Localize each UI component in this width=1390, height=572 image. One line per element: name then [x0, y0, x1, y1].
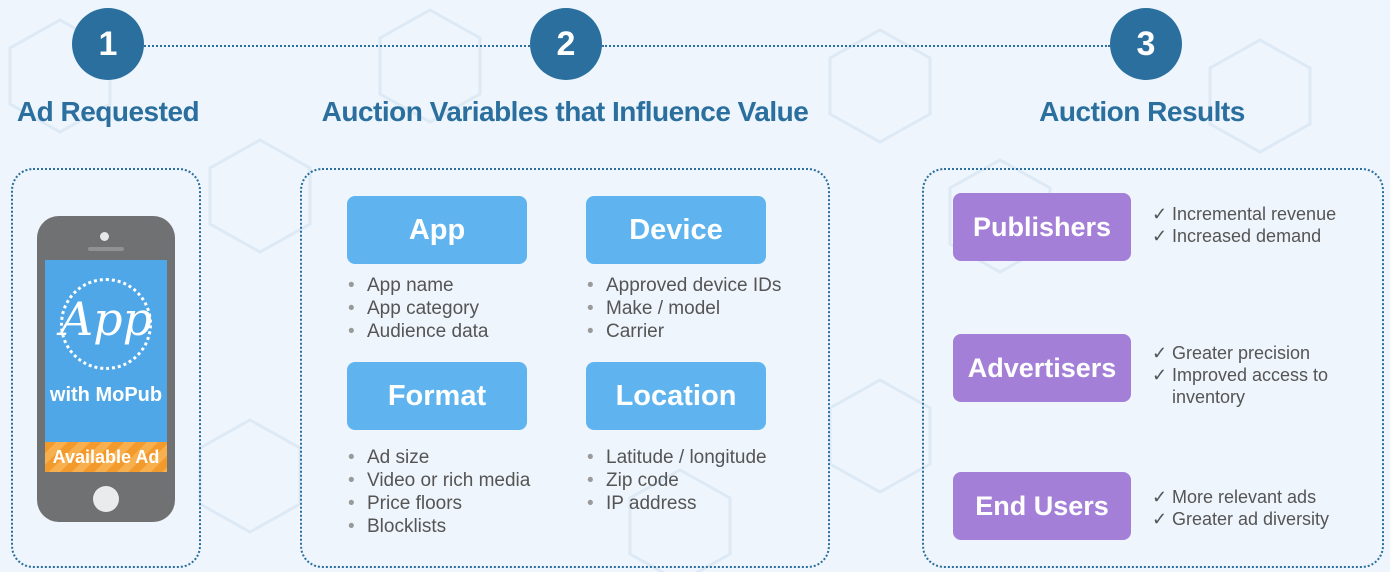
check-icon: ✓: [1152, 226, 1168, 246]
list-item: •Carrier: [587, 321, 665, 342]
step-connector-2-3: [602, 45, 1110, 47]
step-2-title: Auction Variables that Influence Value: [321, 96, 809, 127]
check-icon: ✓: [1152, 204, 1168, 224]
step-connector-1-2: [144, 45, 530, 47]
device-variable-list: •Approved device IDs •Make / model •Carr…: [587, 274, 781, 343]
list-item: •Blocklists: [348, 516, 447, 537]
auction-variables-panel: [300, 168, 830, 568]
list-item: •Audience data: [348, 321, 489, 342]
phone-speaker: [88, 247, 124, 251]
app-variable-list: •App name •App category •Audience data: [348, 274, 489, 343]
app-logo-text: App: [59, 292, 153, 346]
step-3-circle: 3: [1110, 8, 1182, 80]
step-1-title: Ad Requested: [16, 96, 200, 127]
ad-request-panel: [11, 168, 201, 568]
list-item: •App name: [348, 275, 454, 296]
list-item: •Make / model: [587, 298, 721, 319]
result-box-end-users: End Users: [953, 472, 1131, 540]
list-item: •Video or rich media: [348, 470, 531, 491]
step-1-circle: 1: [72, 8, 144, 80]
list-item: •Zip code: [587, 470, 679, 491]
format-variable-list: •Ad size •Video or rich media •Price flo…: [348, 446, 530, 538]
phone-illustration: App with MoPub Available Ad: [37, 216, 175, 522]
list-item: ✓Incremental revenue: [1152, 204, 1337, 224]
advertisers-benefit-list: ✓Greater precision ✓Improved access to i…: [1152, 342, 1352, 408]
list-item: ✓Greater precision: [1152, 343, 1311, 363]
step-3-title: Auction Results: [1039, 96, 1245, 127]
end-users-benefit-list: ✓More relevant ads ✓Greater ad diversity: [1152, 486, 1329, 530]
with-mopub-label: with MoPub: [49, 384, 163, 406]
check-icon: ✓: [1152, 343, 1168, 363]
list-item: •Price floors: [348, 493, 463, 514]
list-item: •Latitude / longitude: [587, 447, 767, 468]
step-2-circle: 2: [530, 8, 602, 80]
phone-screen: App with MoPub Available Ad: [45, 260, 167, 472]
check-icon: ✓: [1152, 365, 1168, 385]
auction-results-panel: [922, 168, 1384, 568]
phone-camera: [100, 232, 109, 241]
list-item: •Ad size: [348, 447, 430, 468]
app-ring: [60, 278, 152, 370]
phone-home-button: [93, 486, 119, 512]
result-box-publishers: Publishers: [953, 193, 1131, 261]
list-item: ✓More relevant ads: [1152, 487, 1317, 507]
publishers-benefit-list: ✓Incremental revenue ✓Increased demand: [1152, 203, 1336, 247]
list-item: •Approved device IDs: [587, 275, 782, 296]
list-item: •App category: [348, 298, 479, 319]
list-item: •IP address: [587, 493, 697, 514]
check-icon: ✓: [1152, 487, 1168, 507]
list-item: ✓Improved access to inventory: [1152, 365, 1329, 407]
variable-box-format: Format: [347, 362, 527, 430]
variable-box-location: Location: [586, 362, 766, 430]
check-icon: ✓: [1152, 509, 1168, 529]
list-item: ✓Greater ad diversity: [1152, 509, 1330, 529]
location-variable-list: •Latitude / longitude •Zip code •IP addr…: [587, 446, 767, 515]
available-ad-banner: Available Ad: [45, 442, 167, 472]
result-box-advertisers: Advertisers: [953, 334, 1131, 402]
variable-box-device: Device: [586, 196, 766, 264]
variable-box-app: App: [347, 196, 527, 264]
list-item: ✓Increased demand: [1152, 226, 1322, 246]
